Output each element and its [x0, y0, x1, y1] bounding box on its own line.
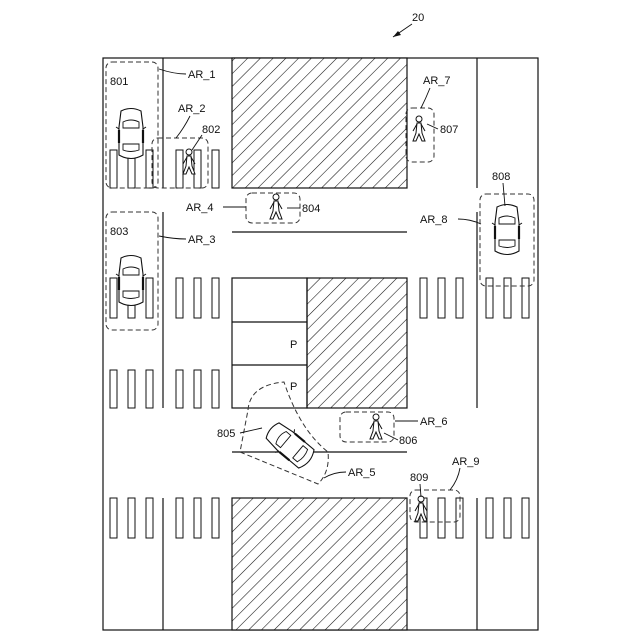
ref-803: 803	[110, 226, 128, 238]
label-ar9: AR_9	[452, 456, 480, 468]
vehicle-808	[492, 205, 522, 255]
label-ar8: AR_8	[420, 214, 448, 226]
label-ar4: AR_4	[186, 202, 214, 214]
parking-label-2: P	[290, 381, 297, 393]
figure-number: 20	[412, 12, 424, 24]
label-ar7: AR_7	[423, 75, 451, 87]
label-ar2: AR_2	[178, 103, 206, 115]
label-ar6: AR_6	[420, 416, 448, 428]
ref-801: 801	[110, 76, 128, 88]
pedestrian-807	[413, 116, 425, 141]
pedestrian-806	[370, 414, 382, 439]
label-ar3: AR_3	[188, 234, 216, 246]
ref-806: 806	[399, 435, 417, 447]
building-block-bottom	[232, 498, 407, 630]
ref-808: 808	[492, 171, 510, 183]
label-ar5: AR_5	[348, 467, 376, 479]
ref-804: 804	[302, 203, 320, 215]
ref-807: 807	[440, 124, 458, 136]
pedestrian-802	[183, 149, 195, 174]
ref-805: 805	[217, 428, 235, 440]
ref-809: 809	[410, 472, 428, 484]
pedestrian-804	[270, 194, 282, 219]
building-block-top	[232, 58, 407, 188]
vehicle-801	[116, 109, 146, 159]
parking-label-1: P	[290, 339, 297, 351]
vehicle-803	[116, 256, 146, 306]
label-ar1: AR_1	[188, 69, 216, 81]
ref-802: 802	[202, 124, 220, 136]
area-ar6-box	[340, 412, 394, 442]
building-block-middle	[307, 278, 407, 408]
parking-lot: P P	[232, 278, 307, 408]
